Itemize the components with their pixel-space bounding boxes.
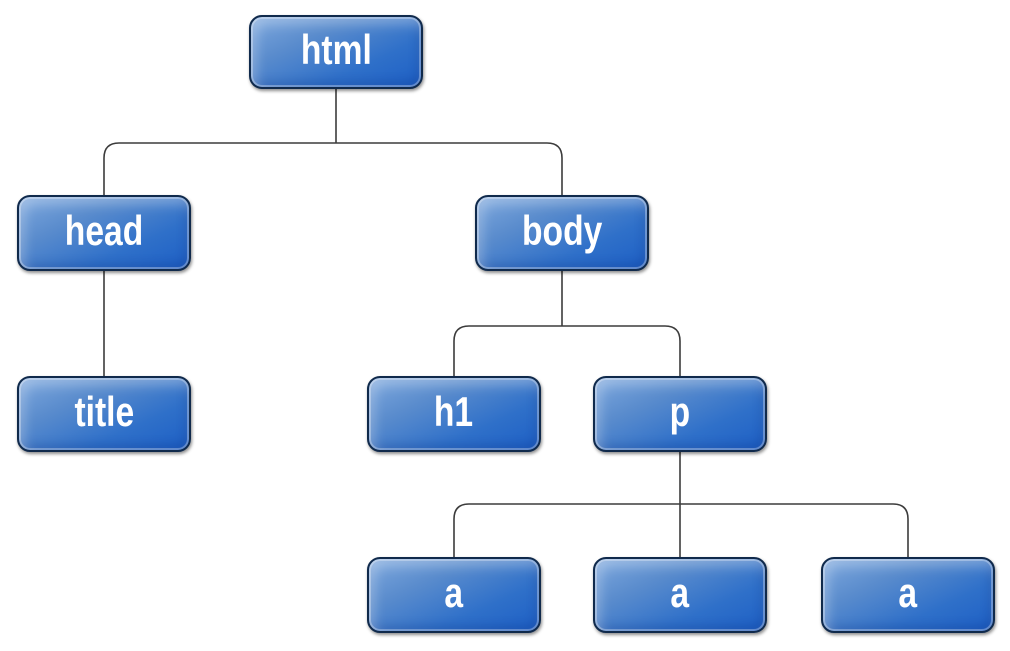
node-a-2: a — [593, 557, 767, 633]
node-a-2-label: a — [670, 569, 690, 616]
node-html: html — [249, 15, 423, 89]
node-head: head — [17, 195, 191, 271]
node-head-label: head — [64, 207, 144, 254]
node-body: body — [475, 195, 649, 271]
node-p-label: p — [669, 388, 691, 435]
node-body-label: body — [521, 207, 603, 254]
node-a-3: a — [821, 557, 995, 633]
edge-body-children — [453, 325, 681, 376]
node-title: title — [17, 376, 191, 452]
node-p: p — [593, 376, 767, 452]
edge-html-children — [103, 142, 563, 195]
node-a-1-label: a — [444, 569, 464, 616]
node-title-label: title — [74, 388, 134, 435]
edge-p-children — [453, 503, 909, 557]
node-a-1: a — [367, 557, 541, 633]
node-h1-label: h1 — [434, 388, 474, 435]
node-a-3-label: a — [898, 569, 918, 616]
node-h1: h1 — [367, 376, 541, 452]
node-html-label: html — [300, 26, 372, 73]
